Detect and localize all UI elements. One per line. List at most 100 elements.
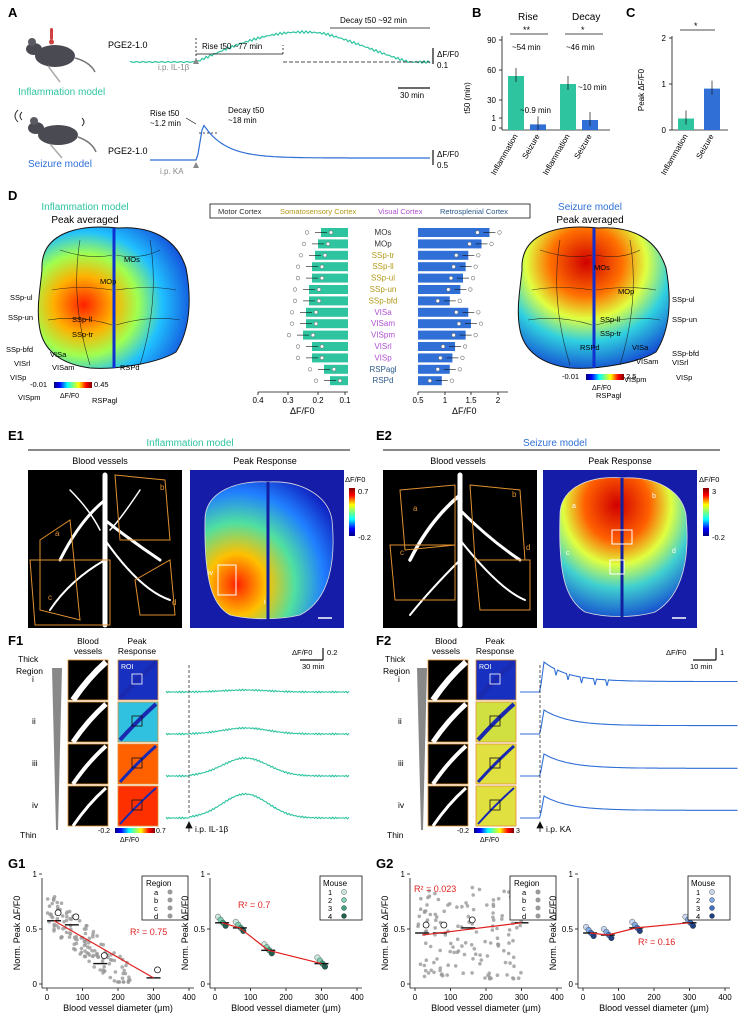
d-right-bar <box>418 262 466 272</box>
f2-trace <box>520 709 738 735</box>
g2-point <box>519 970 523 975</box>
d-right-map-label: SSp-tr <box>600 329 622 338</box>
g2-point <box>478 962 482 966</box>
legend-somato: Somatosensory Cortex <box>280 207 357 216</box>
g2-right-ylabel: Norm. Peak ΔF/F0 <box>548 896 558 971</box>
d-left-bar <box>312 342 348 351</box>
panel-label-e2: E2 <box>376 428 392 443</box>
g2-legend-mouse-item: 3 <box>696 904 700 913</box>
g2-point <box>455 950 460 955</box>
g2-legend-mouse-item: 2 <box>696 896 700 905</box>
b-xtick-label: Inflammation <box>541 133 572 177</box>
g1-point <box>112 951 116 955</box>
d-left-map-label: RSPd <box>120 363 140 372</box>
g1-point <box>88 946 92 950</box>
g2-point <box>428 912 433 917</box>
g1-point <box>108 975 113 980</box>
g2-point <box>485 903 489 907</box>
g1-point <box>52 895 57 899</box>
g1-point <box>67 935 72 939</box>
g2-point <box>435 915 439 919</box>
g2-point <box>496 896 501 901</box>
decay-bottom-1: Decay t50 <box>228 106 265 115</box>
f2-row-label: ii <box>398 716 402 726</box>
e2-vessels-header: Blood vessels <box>430 456 486 466</box>
g2-point <box>427 894 432 898</box>
pge2-bottom-label: PGE2-1.0 <box>108 146 148 156</box>
d-right-colorbar <box>586 374 624 380</box>
legend-retro: Retrosplenial Cortex <box>440 207 508 216</box>
g2-point <box>449 941 453 946</box>
panel-label-e1: E1 <box>8 428 24 443</box>
g1-legend-mouse-item: 3 <box>328 904 332 913</box>
f2-colorbar <box>474 828 514 833</box>
e2-colorbar <box>703 488 709 536</box>
g2-right-xtick: 100 <box>612 993 626 1002</box>
f1-row-label: i <box>32 674 34 684</box>
f2-trace <box>520 661 738 693</box>
g1-point <box>77 919 82 923</box>
g1-point <box>61 927 65 931</box>
d-right-map-label: SSp-bfd <box>672 349 699 358</box>
d-left-scale-max: 0.45 <box>94 380 109 389</box>
g1-point <box>107 962 112 966</box>
g1-right-xtick: 100 <box>244 993 258 1002</box>
g2-right-fit <box>590 922 690 936</box>
svg-text:a: a <box>572 503 576 510</box>
f1-event: i.p. IL-1β <box>195 824 228 834</box>
g1-point <box>64 918 69 923</box>
g2-legend-region-item: a <box>522 888 527 897</box>
g1-point <box>95 934 99 938</box>
g1-r2-right: R² = 0.7 <box>238 900 270 910</box>
g2-point <box>417 914 422 919</box>
d-right-bar <box>418 353 453 363</box>
g2-point <box>422 909 427 914</box>
f2-cbar-min: -0.2 <box>457 828 469 835</box>
c-ylabel: Peak ΔF/F0 <box>637 68 646 111</box>
f1-thin: Thin <box>20 830 37 840</box>
d-right-bar <box>418 250 469 260</box>
g2-point <box>426 971 431 975</box>
g2-legend-region-item: c <box>522 904 526 913</box>
g1-point <box>95 951 99 956</box>
d-right-map-label: RSPd <box>580 343 600 352</box>
d-left-bar <box>309 296 348 306</box>
e2-scale-unit: ΔF/F0 <box>699 475 719 484</box>
d-region-label: VISam <box>371 319 395 328</box>
d-region-label: SSp-ul <box>371 274 395 283</box>
g1-legend-mouse: Mouse <box>323 879 348 888</box>
svg-text:d: d <box>172 598 176 607</box>
d-left-map-label: SSp-ll <box>72 315 92 324</box>
legend-visual: Visual Cortex <box>378 207 423 216</box>
g1-left-xtick: 300 <box>147 993 161 1002</box>
d-left-bar <box>303 330 348 340</box>
g2-point <box>491 911 495 915</box>
seizure-trace <box>150 124 430 161</box>
d-right-bar <box>418 307 469 317</box>
g2-right-xtick: 300 <box>683 993 697 1002</box>
g2-point <box>423 968 428 973</box>
decay-bottom-2: ~18 min <box>228 116 257 125</box>
g1-point <box>96 955 100 959</box>
g2-point <box>460 904 464 909</box>
f2-region: Region <box>383 666 410 676</box>
d-right-bar <box>418 330 466 340</box>
g2-point <box>435 957 439 961</box>
g2-point <box>511 976 516 981</box>
d-region-label: RSPagl <box>369 365 396 374</box>
d-right-sub: Peak averaged <box>556 215 623 226</box>
d-right-xtick: 2 <box>496 396 501 405</box>
f1-thickness-wedge <box>52 668 62 830</box>
d-region-label: MOp <box>374 239 392 248</box>
b-ytick-label: 90 <box>487 36 496 45</box>
f1-scale-time: 30 min <box>302 662 325 671</box>
f2-row-label: i <box>398 674 400 684</box>
g2-point <box>445 973 450 977</box>
g1-point <box>48 912 52 916</box>
c-ytick-label: 1 <box>662 80 667 89</box>
g2-point <box>506 951 511 956</box>
g2-legend-region-item: d <box>522 912 526 921</box>
g1-point <box>83 931 88 936</box>
g1-right-xtick: 200 <box>279 993 293 1002</box>
